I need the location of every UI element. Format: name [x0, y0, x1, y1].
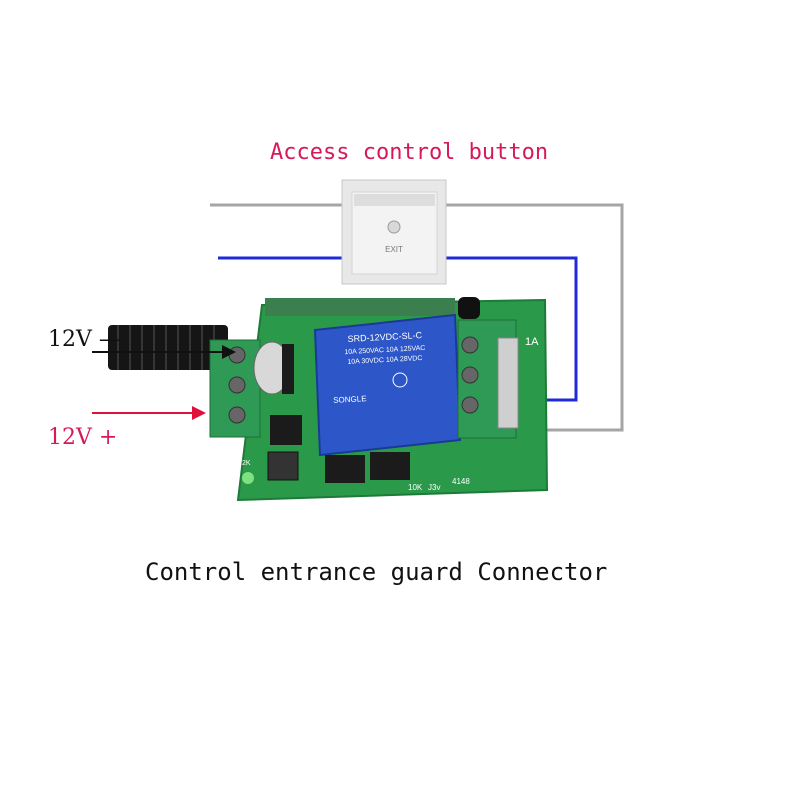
exit-button-led-icon — [387, 220, 401, 234]
push-button — [267, 451, 299, 481]
receiver-board: SRD-12VDC-SL-C 10A 250VAC 10A 125VAC 10A… — [209, 297, 549, 502]
silk-2k: 2K — [242, 460, 251, 467]
exit-button-label: EXIT — [385, 245, 403, 254]
led-indicator — [242, 472, 254, 484]
relay: SRD-12VDC-SL-C 10A 250VAC 10A 125VAC 10A… — [313, 313, 462, 457]
silk-4148: 4148 — [452, 477, 470, 486]
jumper — [270, 415, 302, 445]
diagram-caption: Control entrance guard Connector — [145, 558, 608, 586]
capacitor — [253, 341, 294, 395]
ic-chip-2 — [370, 452, 410, 480]
ic-chip-1 — [325, 455, 365, 483]
silk-j3v: J3v — [428, 483, 440, 492]
transistor — [458, 297, 480, 319]
relay-cert-icon — [392, 372, 408, 388]
relay-rating-1: 10A 250VAC 10A 125VAC — [344, 345, 425, 356]
power-terminal-block — [209, 339, 261, 438]
silk-10k: 10K — [408, 483, 423, 492]
exit-button: EXIT — [341, 179, 447, 285]
diagram-title: Access control button — [270, 140, 549, 165]
positive-voltage-label: 12V + — [48, 425, 118, 450]
terminal-label: 1A — [525, 336, 539, 348]
gray-wire-right — [445, 203, 624, 432]
negative-arrow — [92, 345, 236, 359]
negative-voltage-label: 12V — — [48, 327, 121, 352]
relay-rating-2: 10A 30VDC 10A 28VDC — [347, 355, 422, 366]
antenna-coil — [108, 325, 228, 370]
relay-brand: SONGLE — [333, 394, 367, 405]
positive-arrow — [92, 406, 206, 420]
relay-terminal-block: 1A — [457, 319, 539, 439]
relay-model: SRD-12VDC-SL-C — [347, 330, 422, 344]
